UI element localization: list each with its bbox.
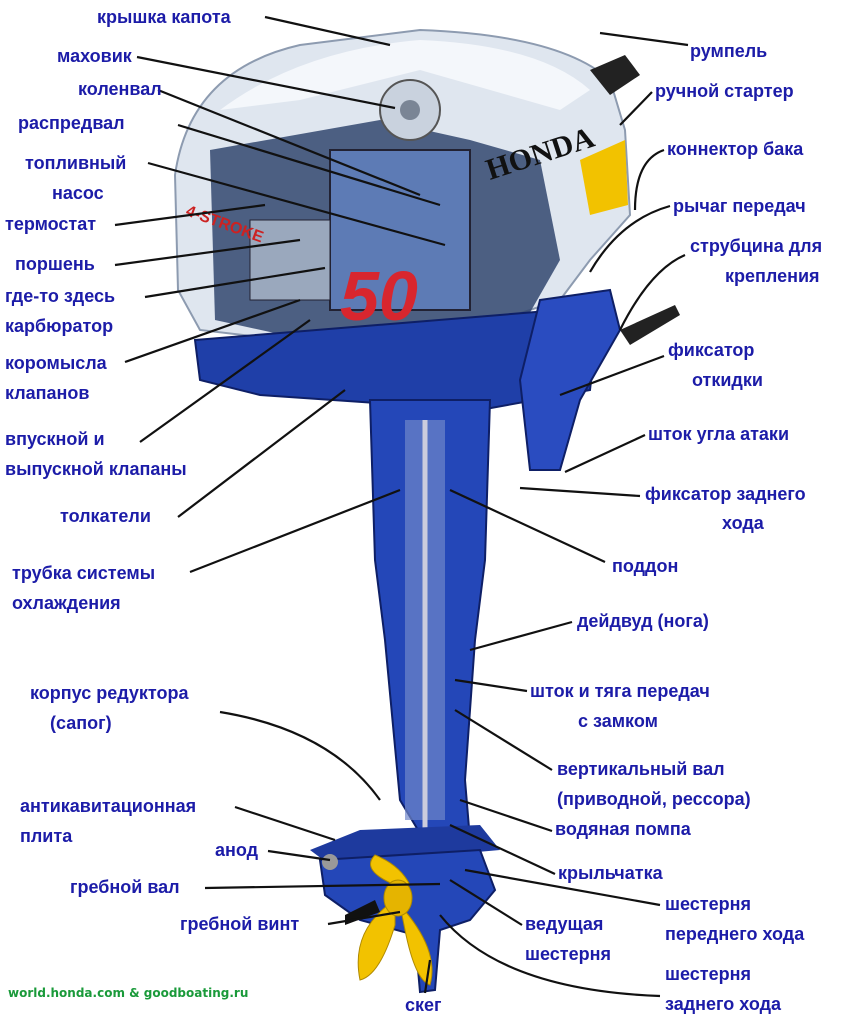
label-oil-pan: поддон	[612, 556, 679, 576]
label-piston: поршень	[15, 254, 95, 274]
label-valves-1: впускной и	[5, 429, 105, 449]
label-anode: анод	[215, 840, 259, 860]
label-carburetor-1: где-то здесь	[5, 286, 116, 306]
label-forward-gear-1: шестерня	[665, 894, 751, 914]
decal-yellow	[580, 140, 628, 215]
label-tilt-lock-1: фиксатор	[668, 340, 755, 360]
label-tilt-lock-2: откидки	[692, 370, 763, 390]
label-reverse-lock-1: фиксатор заднего	[645, 484, 806, 504]
label-propeller: гребной винт	[180, 914, 300, 934]
label-hood-cover: крышка капота	[97, 7, 231, 27]
label-pushrods: толкатели	[60, 506, 151, 526]
label-valves-2: выпускной клапаны	[5, 459, 187, 479]
label-tiller: румпель	[690, 41, 768, 61]
label-starter: ручной стартер	[655, 81, 794, 101]
label-reverse-gear-2: заднего хода	[665, 994, 782, 1014]
label-impeller: крыльчатка	[558, 863, 663, 883]
label-drive-shaft-1: вертикальный вал	[557, 759, 725, 779]
label-anti-cavitation-1: антикавитационная	[20, 796, 197, 816]
source-credit: world.honda.com & goodboating.ru	[8, 986, 249, 1000]
engine-block	[329, 149, 471, 311]
anode-shape	[322, 854, 338, 870]
label-thermostat: термостат	[5, 214, 97, 234]
label-shift-rod-2: с замком	[578, 711, 658, 731]
label-clamp-1: струбцина для	[690, 236, 823, 256]
tiller	[590, 55, 640, 95]
label-cooling-tube-1: трубка системы	[12, 563, 156, 583]
label-pinion-2: шестерня	[525, 944, 611, 964]
label-forward-gear-2: переднего хода	[665, 924, 805, 944]
label-carburetor-2: карбюратор	[5, 316, 114, 336]
label-crankshaft: коленвал	[78, 79, 162, 99]
label-pinion-1: ведущая	[525, 914, 604, 934]
label-leg: дейдвуд (нога)	[577, 611, 709, 631]
label-gearcase-2: (сапог)	[50, 713, 112, 733]
label-reverse-lock-2: хода	[722, 513, 764, 533]
label-fuel-pump-2: насос	[52, 183, 104, 203]
label-water-pump: водяная помпа	[555, 819, 691, 839]
label-fuel-pump-1: топливный	[25, 153, 127, 173]
label-drive-shaft-2: (приводной, рессора)	[557, 789, 751, 809]
label-rockers-1: коромысла	[5, 353, 107, 373]
label-camshaft: распредвал	[18, 113, 125, 133]
label-clamp-2: крепления	[725, 266, 820, 286]
label-prop-shaft: гребной вал	[70, 877, 180, 897]
label-tank-connector: коннектор бака	[667, 139, 804, 159]
label-skeg: скег	[405, 995, 442, 1015]
label-gear-lever: рычаг передач	[673, 196, 806, 216]
label-shift-rod-1: шток и тяга передач	[530, 681, 710, 701]
label-cooling-tube-2: охлаждения	[12, 593, 121, 613]
label-gearcase-1: корпус редуктора	[30, 683, 189, 703]
label-rockers-2: клапанов	[5, 383, 90, 403]
leader-lines	[114, 15, 689, 998]
label-trim-rod: шток угла атаки	[648, 424, 790, 444]
label-reverse-gear-1: шестерня	[665, 964, 751, 984]
label-anti-cavitation-2: плита	[20, 826, 73, 846]
clamp-bracket	[518, 288, 622, 471]
label-flywheel: маховик	[57, 46, 132, 66]
anti-cavitation-plate	[310, 825, 500, 865]
